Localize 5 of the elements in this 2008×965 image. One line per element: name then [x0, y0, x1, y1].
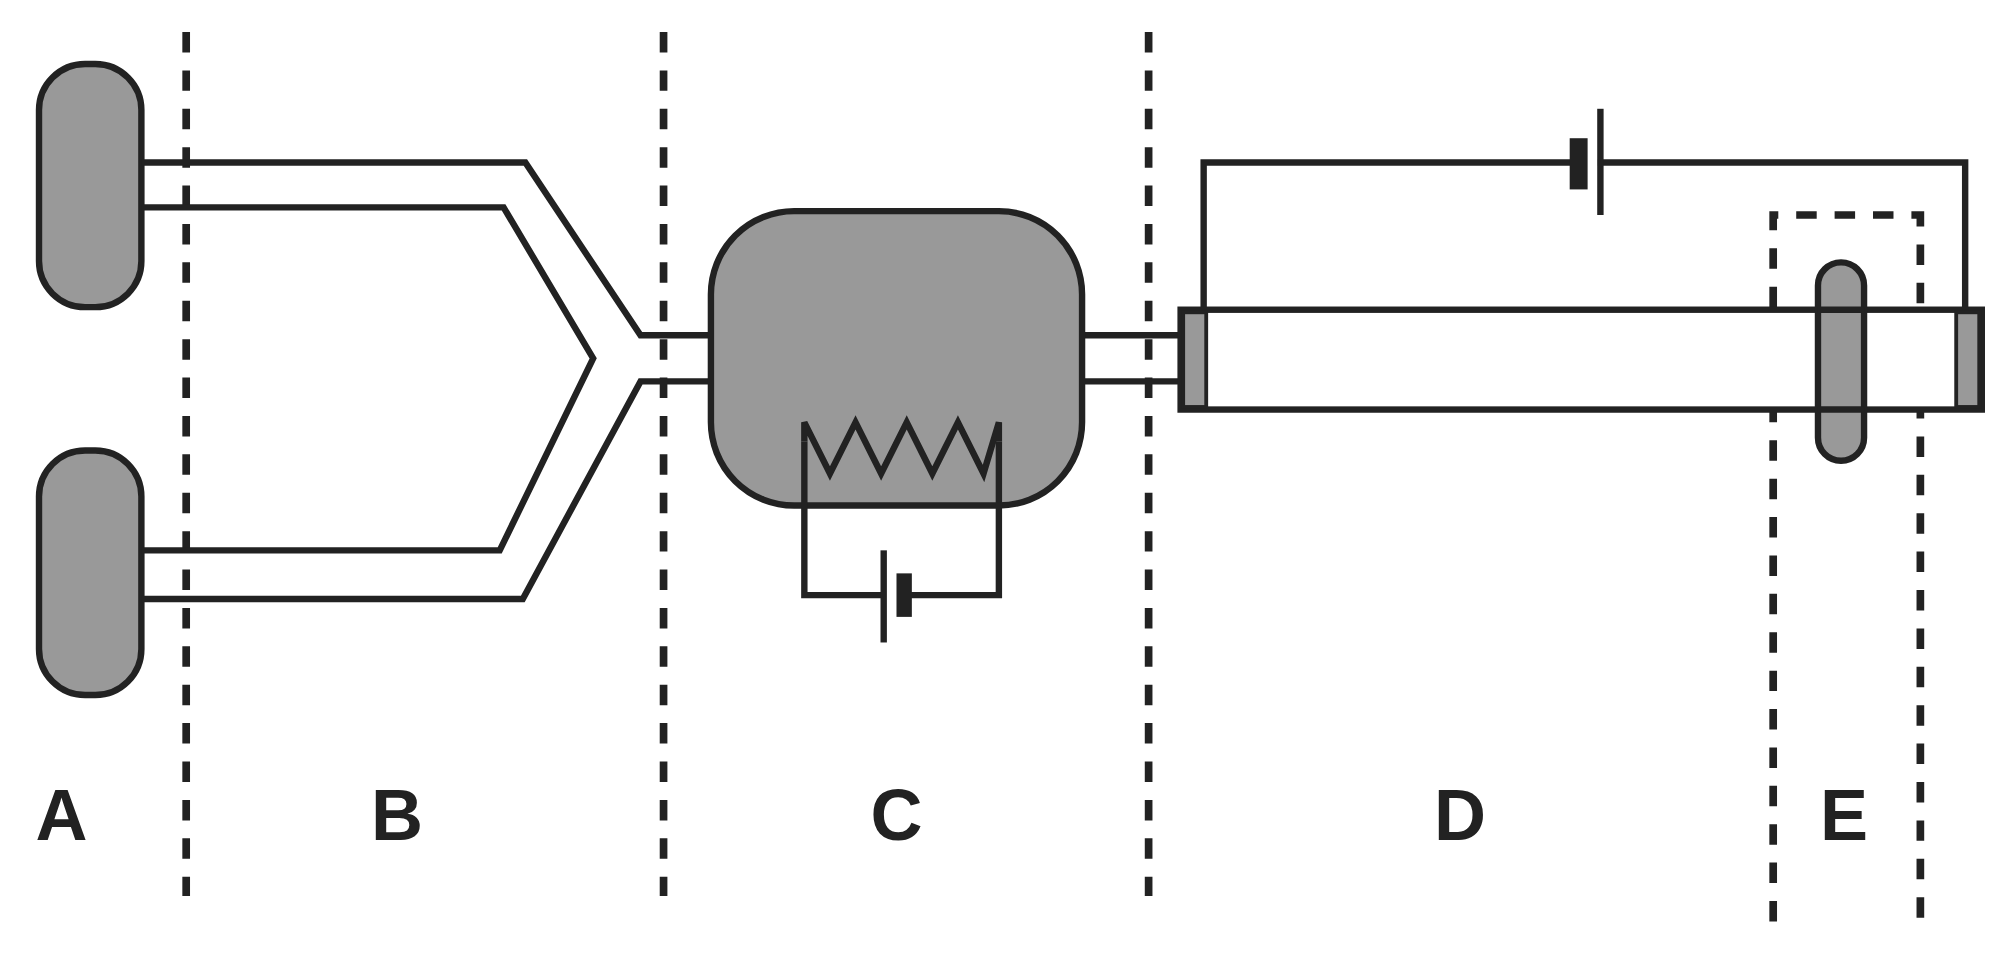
section-label: D	[1433, 778, 1486, 851]
section-label: E	[1820, 778, 1869, 851]
section-label: C	[870, 778, 923, 851]
section-label: B	[371, 778, 423, 851]
section-label: A	[35, 778, 88, 851]
